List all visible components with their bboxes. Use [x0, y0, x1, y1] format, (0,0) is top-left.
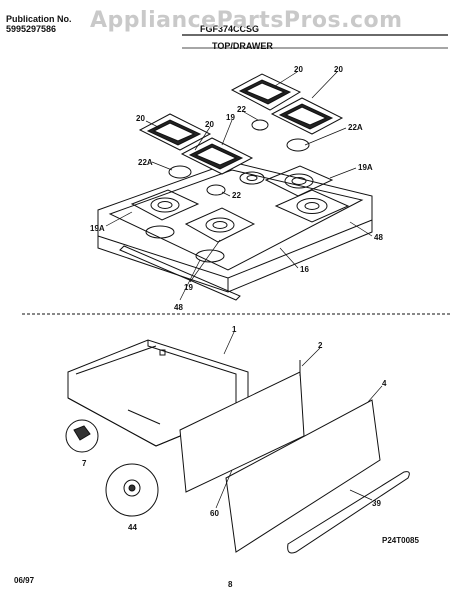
- burner-pan-right-front: [274, 189, 350, 223]
- page-number: 8: [228, 580, 233, 589]
- callout-2: 2: [318, 341, 323, 350]
- grate-left: [138, 113, 212, 151]
- footer-date: 06/97: [14, 576, 35, 585]
- leaders: [105, 71, 383, 509]
- burner-center-back: [239, 171, 265, 185]
- drawer-handle: [287, 471, 410, 554]
- drawer-panel: [225, 399, 381, 553]
- callout-19a: 19A: [90, 224, 105, 233]
- callout-19: 19: [226, 113, 235, 122]
- callout-7: 7: [82, 459, 87, 468]
- part-7-circle: [65, 419, 99, 453]
- drawer-box-hole: [159, 349, 166, 356]
- part-44-circle: [105, 463, 159, 517]
- callout-1: 1: [232, 325, 237, 334]
- burner-cap-22a-right: [286, 138, 310, 152]
- burner-lower-left: [145, 225, 175, 239]
- section-title: TOP/DRAWER: [212, 41, 273, 51]
- callout-22a: 22A: [348, 123, 363, 132]
- grate-top-right: [270, 97, 344, 135]
- callout-16: 16: [300, 265, 309, 274]
- callout-20: 20: [294, 65, 303, 74]
- callout-22: 22: [237, 105, 246, 114]
- burner-pan-left-front: [130, 189, 200, 221]
- publication-number: 5995297586: [6, 24, 57, 34]
- trim-strip: [119, 245, 241, 301]
- burner-cap-22-back: [251, 119, 269, 131]
- model-number: FGF374CCSG: [200, 24, 260, 34]
- callout-19: 19: [184, 283, 193, 292]
- burner-pan-center-front: [184, 207, 256, 243]
- callout-48: 48: [374, 233, 383, 242]
- watermark: AppliancePartsPros.com: [90, 8, 403, 33]
- burner-lower-center: [195, 249, 225, 263]
- callout-22: 22: [232, 191, 241, 200]
- grate-center: [180, 137, 254, 175]
- burner-cap-22a-left: [168, 165, 192, 179]
- callout-48: 48: [174, 303, 183, 312]
- callout-20: 20: [334, 65, 343, 74]
- cooktop-assembly: [97, 73, 373, 301]
- publication-label: Publication No.: [6, 14, 72, 24]
- grate-top-back: [230, 73, 302, 111]
- callout-44: 44: [128, 523, 137, 532]
- callout-60: 60: [210, 509, 219, 518]
- callout-19a: 19A: [358, 163, 373, 172]
- callout-39: 39: [372, 499, 381, 508]
- callout-20: 20: [136, 114, 145, 123]
- callout-20: 20: [205, 120, 214, 129]
- cooktop-surface: [108, 169, 364, 271]
- drawer-assembly: [22, 313, 452, 554]
- drawing-id: P24T0085: [382, 536, 419, 545]
- burner-pan-right-back: [264, 165, 334, 197]
- burner-cap-22-center: [206, 184, 226, 196]
- callout-22a: 22A: [138, 158, 153, 167]
- callout-4: 4: [382, 379, 387, 388]
